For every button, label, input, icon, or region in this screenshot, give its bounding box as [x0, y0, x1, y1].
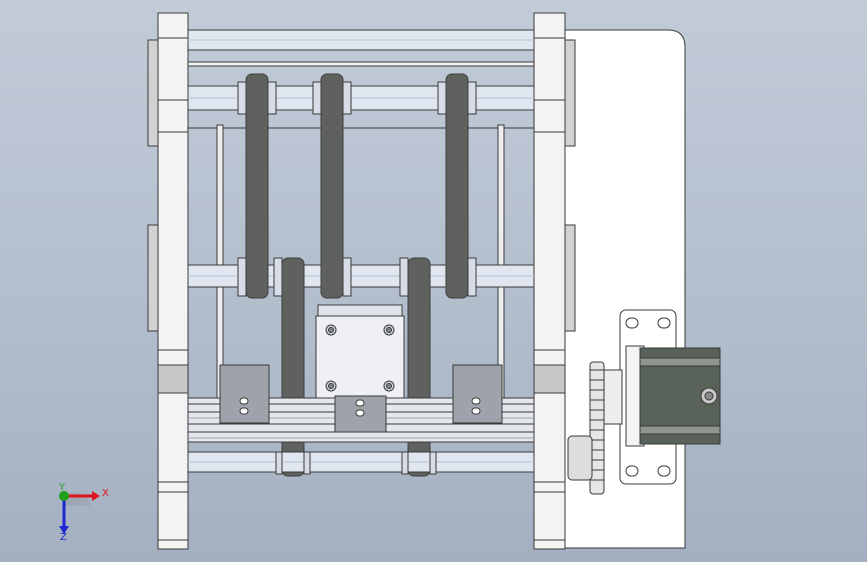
drive-gear: [589, 361, 623, 495]
x-axis-label: X: [102, 488, 109, 499]
lower-belt-left: [273, 257, 305, 477]
axis-triad: X Y Z: [48, 482, 109, 544]
left-mount-block: [219, 364, 270, 424]
shaft-coupler: [567, 435, 593, 481]
belt-right: [437, 73, 477, 299]
belt-center: [312, 73, 352, 299]
z-axis-label: Z: [60, 532, 67, 543]
stepper-motor: [625, 345, 721, 447]
right-frame-slot: [533, 364, 566, 394]
right-bracket-bottom: [564, 224, 576, 332]
y-axis-label: Y: [59, 482, 66, 493]
left-bracket-top: [147, 39, 159, 147]
belt-left: [237, 73, 277, 299]
left-bracket-bottom: [147, 224, 159, 332]
left-frame-slot: [157, 364, 189, 394]
right-frame-plate: [533, 12, 566, 550]
axis-triad-graphic: [59, 491, 100, 534]
left-frame-plate: [157, 12, 189, 550]
upper-rod-frame: [187, 61, 535, 67]
right-bracket-top: [564, 39, 576, 147]
